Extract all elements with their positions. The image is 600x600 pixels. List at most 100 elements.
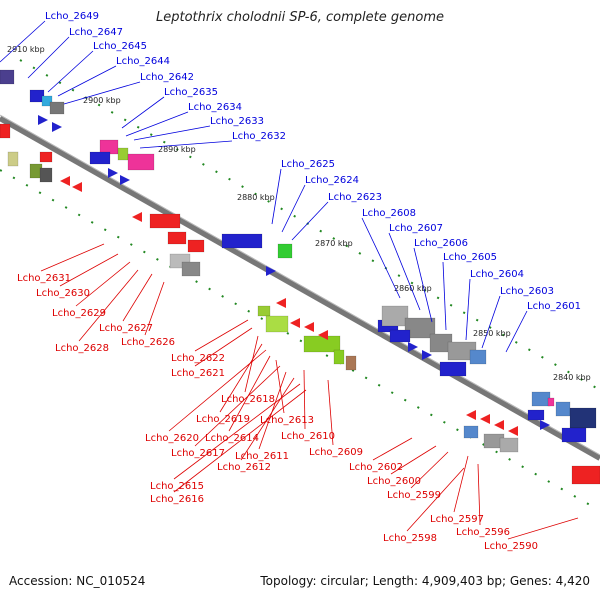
reverse-gene-leader (173, 389, 307, 493)
reverse-gene-label: Lcho_2609 (309, 447, 363, 458)
reverse-gene-label: Lcho_2600 (367, 476, 421, 487)
reverse-gene-leader (453, 455, 469, 513)
forward-gene-label: Lcho_2608 (362, 208, 416, 219)
gene-feature (127, 153, 155, 171)
reverse-gene-leader (173, 383, 301, 480)
reverse-gene-leader (303, 369, 306, 430)
reverse-gene-leader (75, 261, 131, 307)
forward-gene-label: Lcho_2635 (164, 87, 218, 98)
genome-backbone-highlight (0, 114, 600, 456)
reverse-gene-leader (59, 253, 119, 287)
forward-gene-leader (505, 310, 528, 353)
gene-feature (381, 305, 409, 327)
reverse-gene-leader (258, 371, 287, 450)
gene-feature (547, 397, 555, 407)
genome-backbone (0, 115, 600, 461)
gene-feature (49, 101, 65, 115)
forward-strand-arrow (266, 266, 276, 276)
forward-gene-leader (133, 125, 211, 141)
reverse-gene-label: Lcho_2598 (383, 533, 437, 544)
forward-gene-label: Lcho_2649 (45, 11, 99, 22)
gene-feature (7, 151, 19, 167)
tick-track-upper (19, 59, 600, 391)
forward-gene-leader (139, 140, 233, 149)
forward-gene-leader (388, 232, 421, 311)
forward-gene-leader (361, 217, 401, 299)
forward-gene-label: Lcho_2647 (69, 27, 123, 38)
forward-gene-leader (481, 295, 501, 349)
reverse-gene-label: Lcho_2613 (260, 415, 314, 426)
reverse-gene-label: Lcho_2611 (235, 451, 289, 462)
forward-gene-label: Lcho_2623 (328, 192, 382, 203)
reverse-gene-leader (507, 517, 579, 540)
gene-feature (439, 361, 467, 377)
reverse-strand-arrow (72, 182, 82, 192)
reverse-gene-leader (194, 319, 249, 352)
forward-gene-label: Lcho_2606 (414, 238, 468, 249)
reverse-gene-label: Lcho_2610 (281, 431, 335, 442)
reverse-gene-label: Lcho_2617 (171, 448, 225, 459)
forward-gene-leader (121, 96, 165, 129)
reverse-strand-arrow (466, 410, 476, 420)
forward-gene-label: Lcho_2605 (443, 252, 497, 263)
reverse-strand-arrow (318, 330, 328, 340)
reverse-gene-leader (477, 463, 481, 526)
reverse-gene-leader (275, 359, 285, 414)
forward-gene-leader (125, 111, 189, 137)
gene-feature (527, 409, 545, 421)
reverse-gene-leader (144, 281, 165, 336)
gene-feature (277, 243, 293, 259)
gene-feature (404, 317, 436, 339)
genome-summary-text: Topology: circular; Length: 4,909,403 bp… (260, 574, 590, 588)
reverse-gene-label: Lcho_2590 (484, 541, 538, 552)
scale-tick-label: 2850 kbp (473, 329, 511, 338)
forward-strand-arrow (422, 350, 432, 360)
gene-feature (463, 425, 479, 439)
gene-feature (41, 95, 53, 107)
forward-gene-label: Lcho_2604 (470, 269, 524, 280)
reverse-gene-label: Lcho_2620 (145, 433, 199, 444)
gene-feature (39, 167, 53, 183)
gene-feature (345, 355, 357, 371)
reverse-gene-leader (122, 273, 153, 322)
accession-text: Accession: NC_010524 (9, 574, 146, 588)
reverse-gene-leader (327, 379, 334, 446)
gene-feature (149, 213, 181, 229)
scale-tick-label: 2880 kbp (237, 193, 275, 202)
reverse-gene-label: Lcho_2615 (150, 481, 204, 492)
reverse-gene-leader (228, 355, 271, 432)
reverse-gene-leader (240, 377, 295, 461)
forward-gene-leader (291, 201, 329, 241)
reverse-gene-label: Lcho_2626 (121, 337, 175, 348)
reverse-gene-label: Lcho_2627 (99, 323, 153, 334)
forward-gene-label: Lcho_2634 (188, 102, 242, 113)
reverse-gene-label: Lcho_2630 (36, 288, 90, 299)
forward-gene-leader (413, 247, 433, 323)
gene-feature (0, 69, 15, 85)
gene-feature (333, 349, 345, 365)
forward-gene-label: Lcho_2642 (140, 72, 194, 83)
forward-strand-arrow (408, 342, 418, 352)
forward-gene-leader (47, 50, 94, 93)
map-title: Leptothrix cholodnii SP-6, complete geno… (156, 10, 444, 25)
gene-feature (569, 407, 597, 429)
reverse-gene-leader (40, 243, 105, 272)
reverse-gene-leader (78, 269, 139, 342)
forward-gene-leader (57, 65, 117, 97)
gene-feature (469, 349, 487, 365)
forward-gene-label: Lcho_2601 (527, 301, 581, 312)
gene-feature (89, 151, 111, 165)
reverse-gene-leader (194, 365, 281, 447)
gene-feature (167, 231, 187, 245)
scale-tick-label: 2910 kbp (7, 45, 45, 54)
forward-gene-leader (63, 81, 141, 105)
reverse-gene-leader (406, 467, 465, 532)
gene-feature (39, 151, 53, 163)
forward-gene-label: Lcho_2624 (305, 175, 359, 186)
reverse-strand-arrow (276, 298, 286, 308)
reverse-gene-label: Lcho_2614 (205, 433, 259, 444)
forward-strand-arrow (120, 175, 130, 185)
reverse-gene-leader (194, 327, 253, 367)
scale-tick-label: 2900 kbp (83, 96, 121, 105)
